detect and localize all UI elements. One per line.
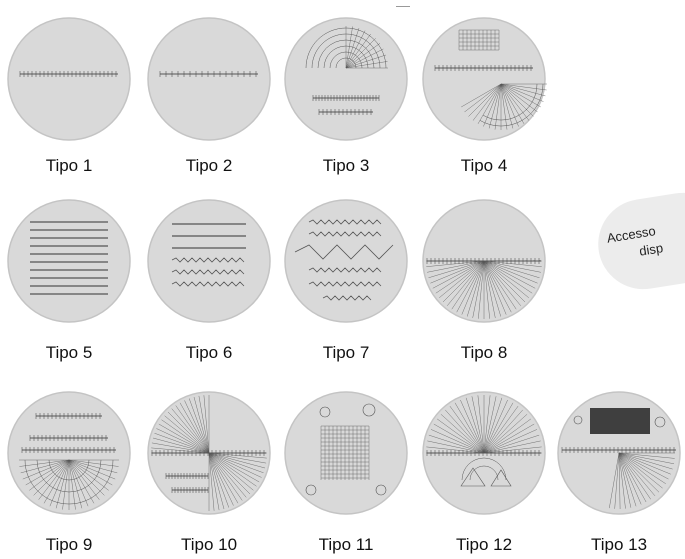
reticle-tipo-13[interactable]: [556, 390, 682, 516]
label-tipo-11: Tipo 11: [318, 535, 374, 554]
reticle-tipo-4[interactable]: [421, 16, 547, 142]
reticle-tipo-11-graphic: [284, 391, 408, 515]
reticle-tipo-11[interactable]: [283, 390, 409, 516]
reticle-tipo-5-graphic: [7, 199, 131, 323]
label-tipo-12: Tipo 12: [455, 535, 513, 554]
reticle-tipo-1-graphic: [7, 17, 131, 141]
reticle-tipo-1[interactable]: [6, 16, 132, 142]
label-tipo-5: Tipo 5: [45, 343, 93, 362]
reticle-tipo-9[interactable]: [6, 390, 132, 516]
label-tipo-4: Tipo 4: [460, 156, 508, 175]
reticle-tipo-7[interactable]: [283, 198, 409, 324]
reticle-tipo-3[interactable]: [283, 16, 409, 142]
reticle-tipo-6[interactable]: [146, 198, 272, 324]
header-divider: [396, 6, 410, 7]
reticle-tipo-6-graphic: [147, 199, 271, 323]
reticle-tipo-8-graphic: [422, 199, 546, 323]
label-tipo-13: Tipo 13: [590, 535, 648, 554]
label-tipo-10: Tipo 10: [180, 535, 238, 554]
reticle-tipo-4-graphic: [422, 17, 547, 141]
label-tipo-8: Tipo 8: [460, 343, 508, 362]
reticle-tipo-10[interactable]: [146, 390, 272, 516]
label-tipo-7: Tipo 7: [322, 343, 370, 362]
badge-line-2: disp: [638, 240, 665, 259]
reticle-tipo-3-graphic: [284, 17, 408, 141]
reticle-tipo-2-graphic: [147, 17, 271, 141]
label-tipo-3: Tipo 3: [322, 156, 370, 175]
reticle-tipo-2[interactable]: [146, 16, 272, 142]
label-tipo-9: Tipo 9: [45, 535, 93, 554]
label-tipo-6: Tipo 6: [185, 343, 233, 362]
reticle-tipo-9-graphic: [7, 391, 131, 515]
reticle-tipo-10-graphic: [147, 391, 271, 515]
reticle-tipo-5[interactable]: [6, 198, 132, 324]
label-tipo-1: Tipo 1: [45, 156, 93, 175]
reticle-tipo-7-graphic: [284, 199, 408, 323]
label-tipo-2: Tipo 2: [185, 156, 233, 175]
reticle-tipo-12-graphic: [422, 391, 546, 515]
reticle-tipo-13-graphic: [557, 391, 681, 515]
reticle-tipo-12[interactable]: [421, 390, 547, 516]
accessory-badge[interactable]: Accesso disp: [591, 186, 685, 296]
reticle-tipo-8[interactable]: [421, 198, 547, 324]
